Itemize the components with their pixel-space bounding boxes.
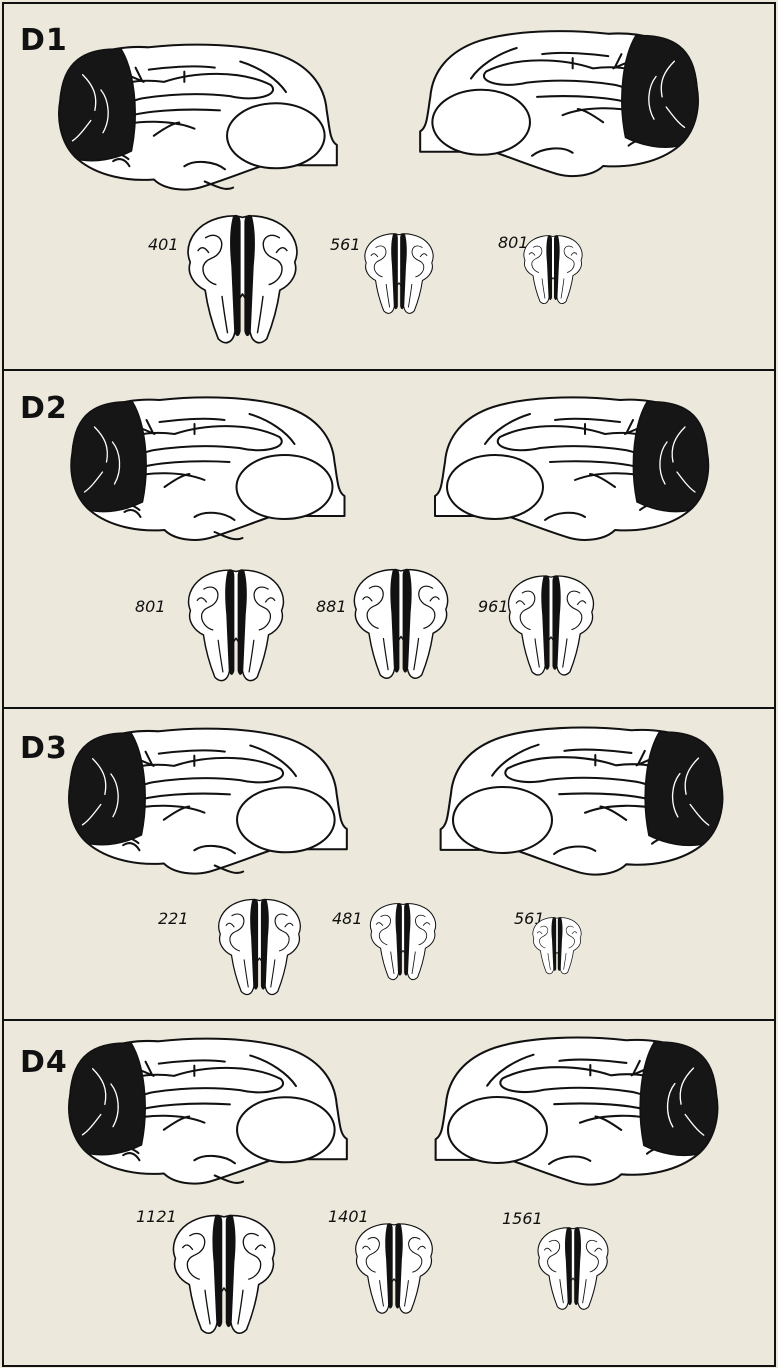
- panel-d4: D4 1121 1401 1561: [20, 1038, 717, 1334]
- coronal-section: [188, 215, 297, 343]
- section-label: 961: [478, 597, 509, 616]
- section-label: 221: [158, 909, 189, 928]
- section-label: 401: [148, 235, 179, 254]
- coronal-section: [354, 569, 447, 679]
- section-label: 801: [135, 597, 166, 616]
- panel-d2: D2 801 881 961: [20, 391, 708, 681]
- section-label: 801: [498, 233, 529, 252]
- coronal-section: [219, 899, 301, 995]
- coronal-section: [365, 233, 433, 313]
- section-label: 1561: [502, 1209, 543, 1228]
- brain-left-hemisphere: [69, 729, 347, 874]
- coronal-section: [173, 1215, 274, 1334]
- brain-right-hemisphere: [441, 728, 723, 875]
- coronal-section: [509, 575, 594, 675]
- brain-right-hemisphere: [436, 1038, 718, 1185]
- brain-left-hemisphere: [59, 45, 337, 190]
- coronal-section: [533, 917, 581, 974]
- section-label: 881: [316, 597, 347, 616]
- brain-right-hemisphere: [435, 397, 708, 540]
- coronal-section: [356, 1223, 433, 1313]
- panel-label: D1: [20, 23, 68, 58]
- brain-left-hemisphere: [69, 1039, 347, 1184]
- section-label: 1401: [328, 1207, 369, 1226]
- section-label: 481: [332, 909, 363, 928]
- brain-left-hemisphere: [71, 397, 344, 540]
- section-label: 561: [330, 235, 361, 254]
- brain-right-hemisphere: [420, 31, 698, 176]
- section-label: 1121: [136, 1207, 177, 1226]
- coronal-section: [370, 903, 435, 980]
- panel-label: D2: [20, 391, 68, 426]
- panel-label: D4: [20, 1045, 68, 1080]
- coronal-section: [189, 569, 284, 680]
- coronal-section: [524, 235, 582, 303]
- coronal-section: [538, 1227, 608, 1309]
- panel-d1: D1 401 561 801: [20, 23, 698, 343]
- panel-d3: D3 221 481 561: [20, 728, 722, 995]
- panel-label: D3: [20, 731, 68, 766]
